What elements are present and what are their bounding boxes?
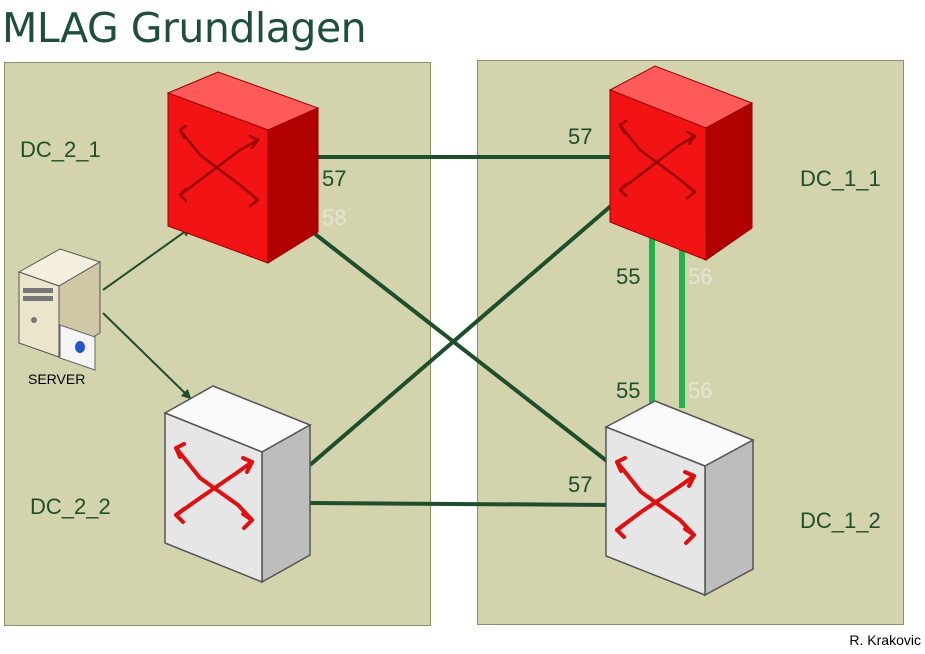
server-icon <box>17 248 102 371</box>
white-switch-icon <box>163 385 312 584</box>
port-label: 57 <box>322 166 347 191</box>
node-label-dc11: DC_1_1 <box>800 166 881 191</box>
port-label: 57 <box>568 124 593 149</box>
white-switch-icon <box>604 400 755 597</box>
port-label: 55 <box>616 378 641 403</box>
node-label-dc22: DC_2_2 <box>30 494 111 519</box>
link-dc22-dc12 <box>309 501 613 507</box>
node-label-dc21: DC_2_1 <box>20 137 101 162</box>
port-label: 58 <box>322 205 347 230</box>
page-title: MLAG Grundlagen <box>2 4 367 52</box>
port-label: 56 <box>688 378 713 403</box>
port-label: 57 <box>568 472 593 497</box>
port-label: 55 <box>616 264 641 289</box>
author-credit: R. Krakovic <box>849 632 921 648</box>
red-switch-icon <box>608 65 754 261</box>
server-label: SERVER <box>28 371 86 387</box>
port-label: 56 <box>688 264 713 289</box>
red-switch-icon <box>166 71 320 264</box>
link-dc21-dc12 <box>313 232 614 467</box>
server-arrow-dc21 <box>102 226 192 291</box>
node-label-dc12: DC_1_2 <box>800 508 881 533</box>
link-dc22-dc11 <box>308 203 614 467</box>
server-arrow-dc22 <box>102 312 192 400</box>
